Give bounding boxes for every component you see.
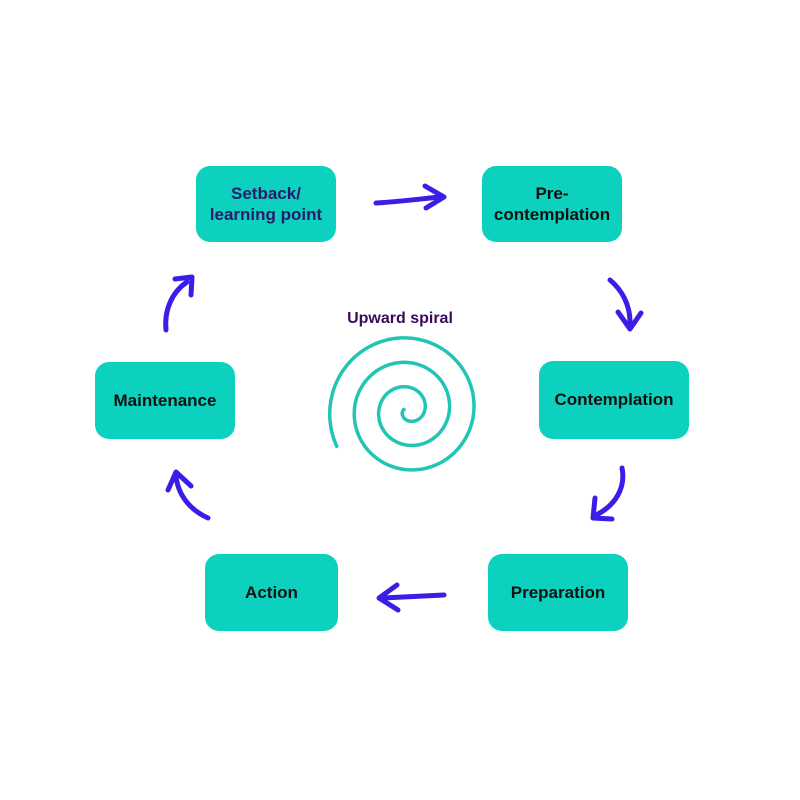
stage-precontemplation-line1: Pre- (535, 183, 569, 203)
stage-precontemplation: Pre- contemplation (482, 166, 622, 242)
stage-setback-line1: Setback/ (231, 183, 301, 203)
arrow-setback-to-precontemplation-icon (373, 183, 447, 211)
arrow-action-to-maintenance-icon (165, 469, 211, 521)
stage-action-label: Action (245, 582, 298, 602)
arrow-preparation-to-action-icon (376, 582, 447, 613)
stage-precontemplation-line2: contemplation (493, 205, 611, 224)
upward-spiral (327, 336, 476, 472)
stage-preparation: Preparation (488, 554, 628, 631)
spiral-label: Upward spiral (347, 310, 453, 327)
stage-setback-learning-point: Setback/ learning point (196, 166, 336, 242)
stage-maintenance: Maintenance (95, 362, 235, 439)
stage-setback-line2: learning point (209, 205, 323, 224)
stage-action: Action (205, 554, 338, 631)
arrow-maintenance-to-setback-icon (163, 274, 195, 333)
arrow-contemplation-to-preparation-icon (590, 465, 626, 522)
stage-contemplation-label: Contemplation (554, 390, 674, 410)
stage-contemplation: Contemplation (539, 361, 689, 439)
stage-maintenance-label: Maintenance (113, 390, 217, 410)
arrow-precontemplation-to-contemplation-icon (607, 277, 644, 332)
stage-preparation-label: Preparation (510, 582, 606, 602)
